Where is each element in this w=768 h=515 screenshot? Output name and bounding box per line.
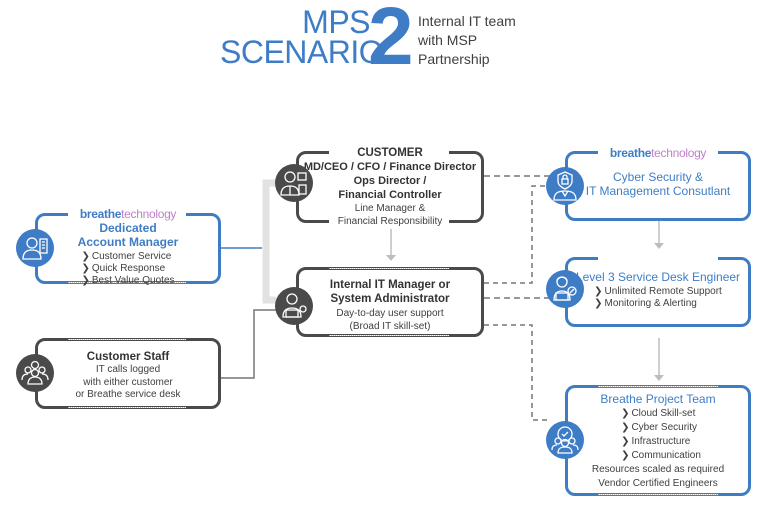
header-title-scenario: SCENARIO — [220, 34, 384, 70]
bullet-item: ❯Cloud Skill-set — [621, 408, 696, 419]
executive-icon — [275, 164, 313, 202]
bullet-item: ❯Unlimited Remote Support — [594, 286, 722, 297]
brand-logo: breathetechnology — [609, 146, 707, 160]
it-admin-icon — [275, 287, 313, 325]
account-manager-icon — [16, 229, 54, 267]
header-title-mps: MPS — [302, 4, 370, 40]
internal-it-box: Internal IT Manager or System Administra… — [296, 267, 484, 337]
service-engineer-icon — [546, 270, 584, 308]
bullet-item: ❯Communication — [621, 450, 701, 461]
customer-bracket — [262, 179, 276, 304]
it-to-project-dashed — [484, 324, 550, 421]
account-manager-box: breathetechnology Dedicated Account Mana… — [35, 207, 221, 286]
bullet-item: ❯Monitoring & Alerting — [594, 298, 697, 309]
bullet-item: ❯Customer Service — [81, 251, 172, 262]
header-subtitle: Internal IT team with MSP Partnership — [418, 13, 516, 67]
service-desk-box: Level 3 Service Desk Engineer ❯Unlimited… — [565, 257, 751, 327]
scenario-number: 2 — [368, 0, 414, 82]
bullet-item: ❯Best Value Quotes — [81, 275, 175, 286]
customer-box: CUSTOMER MD/CEO / CFO / Finance Director… — [296, 147, 484, 227]
bullet-item: ❯Cyber Security — [621, 422, 698, 433]
staff-connector — [221, 309, 278, 379]
cyber-consultant-box: breathetechnology Cyber Security & IT Ma… — [565, 146, 751, 221]
bullet-item: ❯Quick Response — [81, 263, 166, 274]
project-team-icon — [546, 421, 584, 459]
customer-staff-box: Customer Staff IT calls logged with eith… — [35, 338, 221, 409]
security-consultant-icon — [546, 167, 584, 205]
project-team-box: Breathe Project Team ❯Cloud Skill-set ❯C… — [565, 385, 751, 496]
brand-logo: breathetechnology — [79, 207, 177, 221]
staff-group-icon — [16, 354, 54, 392]
it-to-cyber-dashed — [484, 185, 550, 284]
bullet-item: ❯Infrastructure — [621, 436, 691, 447]
